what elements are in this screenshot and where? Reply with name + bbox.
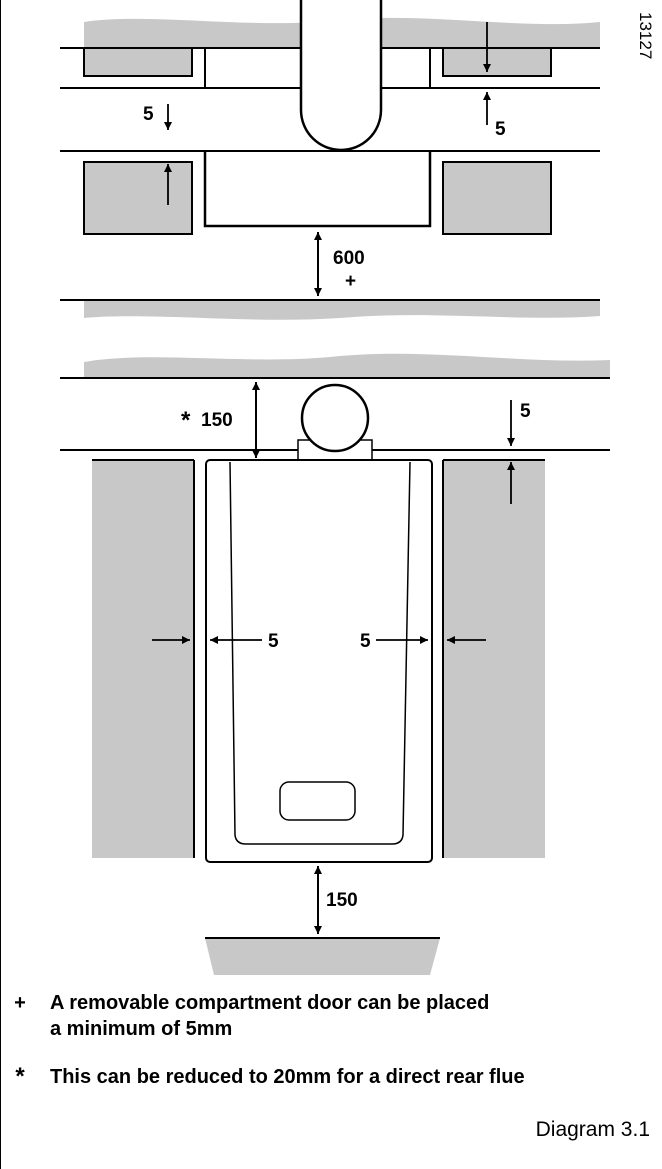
boiler-plan [203,151,432,228]
note-plus-line2: a minimum of 5mm [50,1018,233,1040]
base-slab [205,938,440,975]
top-left-cupboard-upper [83,47,193,77]
boiler-front-panel [229,461,411,845]
top-right-cupboard-upper [442,47,552,77]
top-left-cupboard-lower [83,161,193,235]
note-plus-symbol: + [14,992,26,1014]
diagram-caption: Diagram 3.1 [535,1118,650,1141]
top-clearance-symbol: * [181,407,191,434]
bottom-section: * 150 5 5 5 150 [60,353,610,975]
clearance-front-label: 600 [333,248,365,269]
top-section: 5 5 600 + [60,0,600,320]
top-right-cupboard-lower [442,161,552,235]
gap-right-label: 5 [495,119,506,140]
flue-round [300,383,370,453]
gap-left-label: 5 [143,104,154,125]
figure-id: 13127 [636,12,655,59]
note-star-text: This can be reduced to 20mm for a direct… [50,1066,525,1088]
front-wall-slab [84,300,600,320]
flue-pipe-top [299,0,383,152]
left-side-cupboard [92,460,194,858]
side-left-label: 5 [268,631,279,652]
top-clearance-label: 150 [201,410,233,431]
ceiling-slab [84,353,610,378]
note-plus-text: A removable compartment door can be plac… [50,990,660,1042]
top-right-gap-label: 5 [520,401,531,422]
boiler-control-display [279,781,356,821]
note-star-symbol: * [15,1063,25,1090]
note-plus-line1: A removable compartment door can be plac… [50,992,490,1014]
clearance-front-symbol: + [345,271,356,292]
boiler-casing [205,459,433,863]
clearance-diagram: 5 5 600 + 13127 [60,0,655,975]
page-border [0,0,1,1169]
right-side-cupboard [443,460,545,858]
bottom-clearance-label: 150 [326,890,358,911]
side-right-label: 5 [360,631,371,652]
